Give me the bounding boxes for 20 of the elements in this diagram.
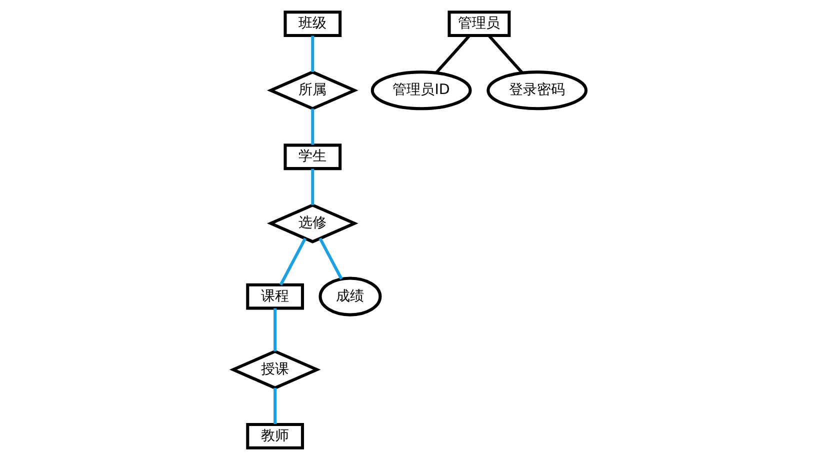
connector	[311, 108, 314, 145]
node-diamond: 选修	[266, 203, 358, 244]
connector	[274, 388, 277, 424]
node-ellipse: 成绩	[318, 276, 382, 316]
node-box: 学生	[284, 144, 342, 170]
node-box: 管理员	[448, 10, 511, 38]
node-diamond: 授课	[229, 350, 321, 390]
node-box: 课程	[246, 283, 304, 310]
node-box: 教师	[246, 422, 304, 450]
node-ellipse: 管理员ID	[370, 70, 472, 110]
connector	[311, 168, 314, 206]
node-box: 班级	[284, 10, 342, 38]
node-diamond: 所属	[266, 70, 358, 110]
connector	[311, 36, 314, 72]
connector	[435, 34, 471, 74]
connector	[318, 238, 343, 280]
connector	[279, 238, 307, 286]
connector	[488, 34, 524, 74]
node-ellipse: 登录密码	[486, 70, 588, 110]
connector	[274, 308, 277, 352]
